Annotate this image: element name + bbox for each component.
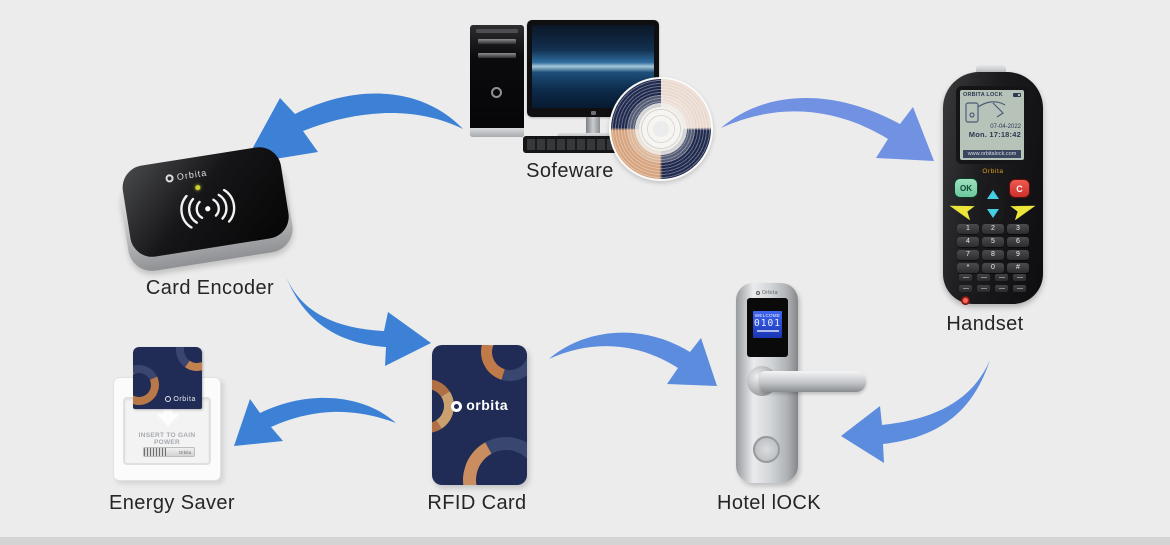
handset-screen: ORBITA LOCK 07-04-2022 Mon. 17:18:42 w [960,90,1024,160]
keypad-key: # [1007,263,1029,273]
brand-text: Orbita [173,396,196,403]
orbita-ring-icon [756,291,761,295]
brand-text: Orbita [761,290,778,296]
software-label: Sofeware [526,160,614,182]
keypad-key: 2 [982,224,1004,234]
arrow-left-key [947,199,974,221]
screen-url: www.orbitalock.com [963,150,1021,158]
numeric-keypad: 1 2 3 4 5 6 7 8 9 * 0 # [957,224,1029,273]
function-key [959,285,972,292]
tower-vent [476,29,518,33]
plate-brand-strip: Orbita [143,447,195,457]
pc-tower [470,25,524,137]
monitor-stand [586,117,600,134]
arrow-rfid-to-lock [549,332,717,386]
keypad-key: 9 [1007,250,1029,260]
arrow-software-to-handset [721,98,934,161]
power-button [961,296,970,305]
optical-drive-bay [478,53,516,58]
card-arc-decor [172,347,202,375]
function-key-row [959,285,1027,292]
screen-header: ORBITA LOCK [963,92,1021,98]
function-key [977,274,990,281]
screen-date: 07-04-2022 [990,124,1021,130]
keyboard-keys [527,139,669,150]
screen-title: ORBITA LOCK [963,92,1003,98]
orbita-ring-icon [164,396,171,402]
arrow-down-icon [987,209,999,218]
keypad-key: 3 [1007,224,1029,234]
bottom-edge-strip [0,537,1170,545]
brand-text: Orbita [176,167,208,183]
keypad-key: * [957,263,979,273]
optical-drive-bay [478,39,516,44]
monitor-logo-icon [591,111,596,115]
rfid-card-brand: orbita [432,397,527,413]
handset-body: ORBITA LOCK 07-04-2022 Mon. 17:18:42 w [943,72,1043,305]
tower-base [470,128,524,137]
hotel-lock-device: Orbita WELCOME 0101 [736,283,871,485]
handset-device: ORBITA LOCK 07-04-2022 Mon. 17:18:42 w [943,65,1043,305]
function-key-row [959,274,1027,281]
card-encoder-brand: Orbita [164,167,208,183]
software-computer [465,10,725,190]
card-encoder-label: Card Encoder [145,277,275,299]
function-key [1013,274,1026,281]
lock-lcd: WELCOME 0101 [753,311,782,338]
card-encoder-device: Orbita [117,144,298,275]
arrow-up-icon [987,190,999,199]
function-key [959,274,972,281]
keypad-key: 1 [957,224,979,234]
energy-saver-device: INSERT TO GAIN POWER Orbita Orbita [108,340,233,490]
function-key [977,285,990,292]
handset-screen-bezel: ORBITA LOCK 07-04-2022 Mon. 17:18:42 w [956,86,1028,164]
function-key [995,285,1008,292]
orbita-ring-icon [164,173,175,183]
keypad-key: 6 [1007,237,1029,247]
screen-time: Mon. 17:18:42 [968,130,1021,139]
brand-text: orbita [466,397,509,413]
energy-saver-label: Energy Saver [109,492,235,514]
arrow-right-key [1010,199,1037,221]
software-cd-disc [609,77,713,181]
cancel-button: C [1009,179,1030,198]
keypad-key: 8 [982,250,1004,260]
card-arc-decor [452,426,527,485]
card-arc-decor [133,359,165,409]
function-key [995,274,1008,281]
battery-icon [1013,93,1021,97]
cd-hub [639,107,683,151]
keypad-key: 0 [982,263,1004,273]
card-encoder-body: Orbita [117,144,297,275]
rfid-card-device: orbita [432,345,527,485]
handset-brand: Orbita [982,168,1004,175]
rfid-card-label: RFID Card [427,492,527,514]
arrow-rfid-to-saver [234,397,396,446]
card-encoder-top-face: Orbita [119,144,292,260]
keypad-key: 7 [957,250,979,260]
keypad-key: 5 [982,237,1004,247]
lcd-status-bar [756,330,779,332]
lcd-welcome-text: WELCOME [754,313,781,318]
handset-label: Handset [946,313,1024,335]
ok-button: OK [954,178,978,198]
keypad-key: 4 [957,237,979,247]
pc-logo-icon [491,87,502,98]
lcd-code-text: 0101 [754,318,781,329]
lock-brand: Orbita [736,290,798,296]
door-handle [760,371,866,392]
screen-illustration [965,101,1006,123]
keycard-brand: Orbita [164,396,196,403]
function-key [1013,285,1026,292]
orbita-ring-icon [450,401,462,412]
lock-display-panel: WELCOME 0101 [747,298,788,357]
rfid-waves-icon [180,188,236,229]
nav-pad [982,184,1004,224]
led-indicator [194,184,201,191]
hotel-lock-label: Hotel lOCK [716,492,822,514]
inserted-keycard: Orbita [133,347,202,409]
lock-cylinder [753,436,780,463]
card-arc-decor [470,345,527,392]
plate-instruction: INSERT TO GAIN POWER [138,432,196,446]
